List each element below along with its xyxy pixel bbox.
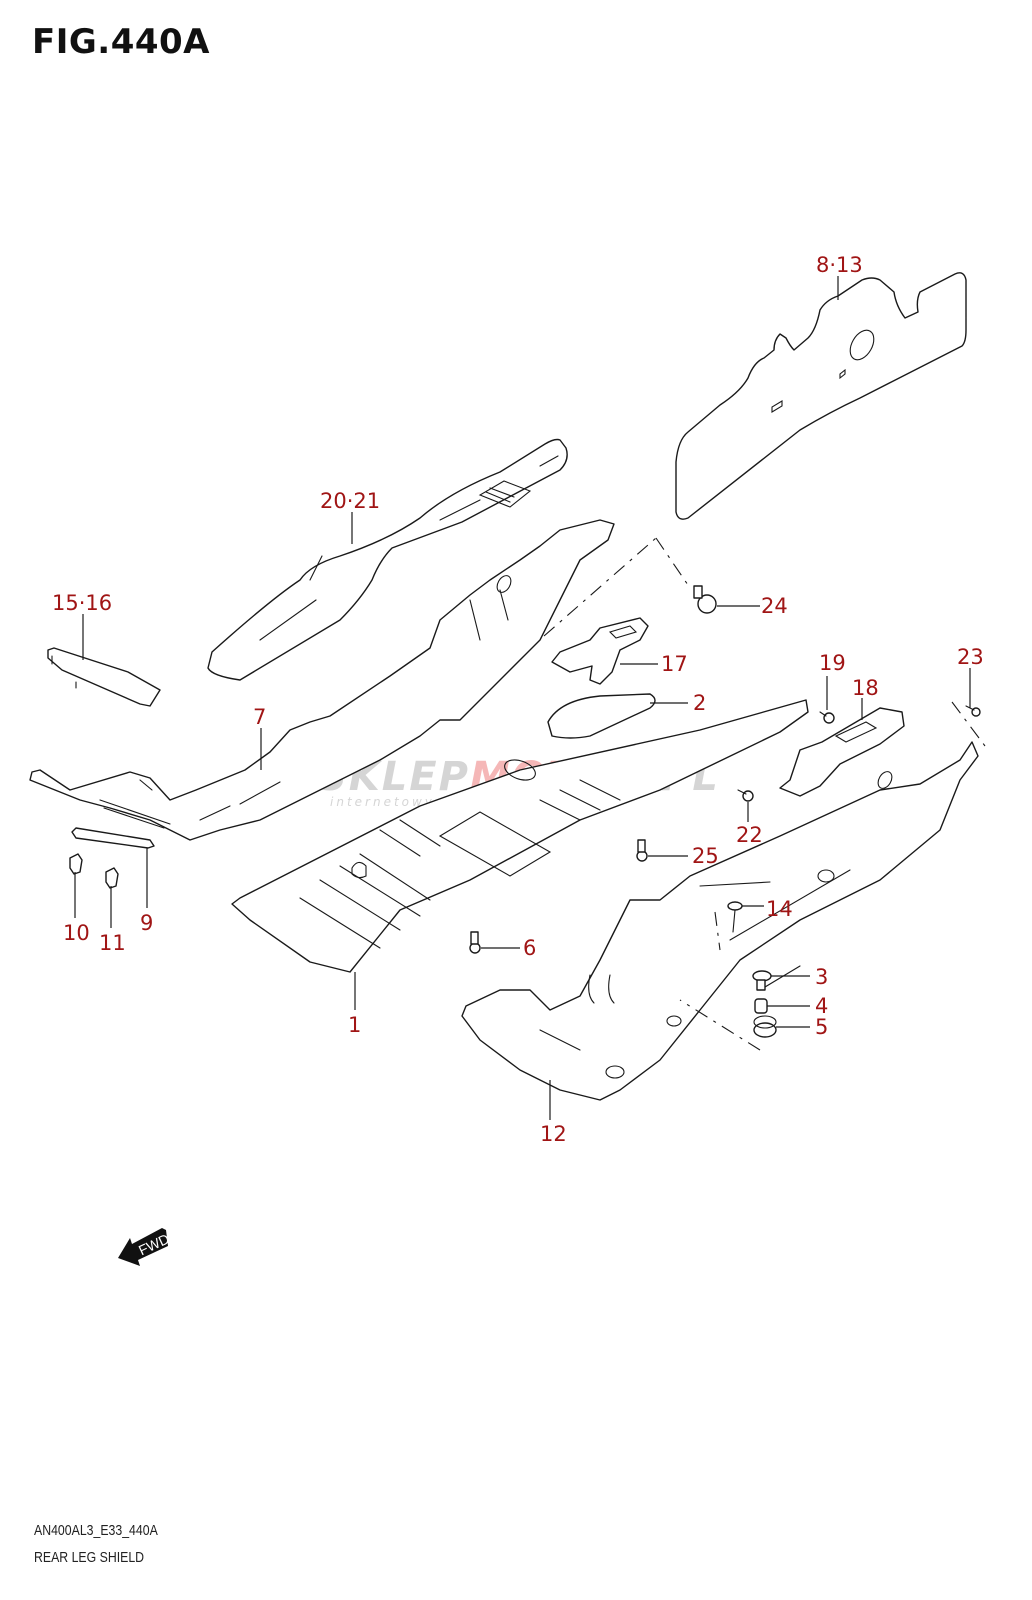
fastener-22[interactable]: [737, 789, 754, 802]
callout-12[interactable]: 12: [540, 1122, 567, 1146]
callout-5[interactable]: 5: [815, 1015, 828, 1039]
callout-8-13[interactable]: 8·13: [816, 253, 863, 277]
callout-9[interactable]: 9: [140, 911, 153, 935]
part-1-floorboard[interactable]: [231, 699, 809, 973]
part-12-under-tray[interactable]: [461, 741, 979, 1101]
callout-22[interactable]: 22: [736, 823, 763, 847]
fwd-label: FWD: [136, 1230, 172, 1258]
collar-4[interactable]: [754, 998, 768, 1014]
callout-2[interactable]: 2: [693, 691, 706, 715]
part-15-16-cover[interactable]: [47, 647, 161, 707]
fwd-indicator: FWD: [118, 1228, 172, 1266]
fastener-25[interactable]: [636, 839, 648, 862]
fastener-6[interactable]: [469, 931, 481, 954]
callout-7[interactable]: 7: [253, 705, 266, 729]
fastener-19[interactable]: [819, 711, 835, 724]
callout-6[interactable]: 6: [523, 936, 536, 960]
callout-23[interactable]: 23: [957, 645, 984, 669]
callout-19[interactable]: 19: [819, 651, 846, 675]
callout-3[interactable]: 3: [815, 965, 828, 989]
callout-24[interactable]: 24: [761, 594, 788, 618]
callout-18[interactable]: 18: [852, 676, 879, 700]
section-name: REAR LEG SHIELD: [34, 1549, 145, 1566]
clip-10[interactable]: [69, 853, 83, 875]
grommet-5[interactable]: [753, 1015, 777, 1038]
part-9-strip[interactable]: [71, 827, 155, 849]
fastener-24[interactable]: [693, 585, 717, 614]
part-8-13-shield[interactable]: [675, 272, 967, 520]
callouts: 8·13 20·21 15·16 7 24 17 2 19 18 23 22 2…: [52, 253, 984, 1146]
part-20-21-mat[interactable]: [207, 438, 568, 681]
fastener-23[interactable]: [965, 705, 981, 717]
part-2-pad[interactable]: [547, 693, 656, 739]
fastener-3[interactable]: [752, 970, 772, 991]
callout-25[interactable]: 25: [692, 844, 719, 868]
figure-title: FIG.440A: [32, 22, 210, 62]
callout-11[interactable]: 11: [99, 931, 126, 955]
callout-15-16[interactable]: 15·16: [52, 591, 112, 615]
callout-20-21[interactable]: 20·21: [320, 489, 380, 513]
forward-arrow-icon: [118, 1228, 168, 1266]
callout-4[interactable]: 4: [815, 994, 828, 1018]
callout-1[interactable]: 1: [348, 1013, 361, 1037]
part-7-leg-shield[interactable]: [29, 519, 615, 841]
leader-lines: [74, 276, 989, 1120]
part-18-bracket[interactable]: [779, 707, 905, 797]
clip-11[interactable]: [105, 867, 119, 889]
part-17-bracket[interactable]: [551, 617, 649, 685]
callout-10[interactable]: 10: [63, 921, 90, 945]
callout-17[interactable]: 17: [661, 652, 688, 676]
model-code: AN400AL3_E33_440A: [34, 1522, 158, 1539]
callout-14[interactable]: 14: [766, 897, 793, 921]
